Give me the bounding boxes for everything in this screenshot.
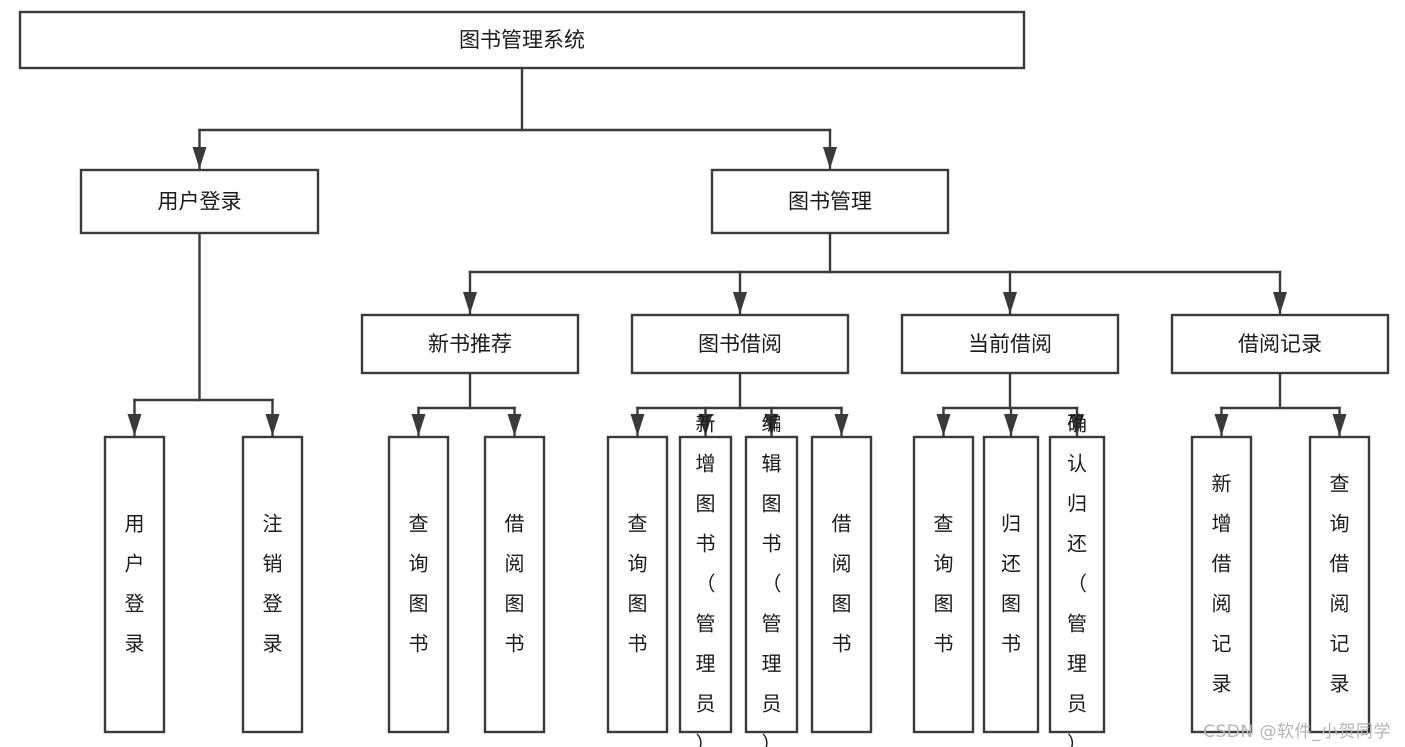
node-box-leaf-bk-add[interactable] (678, 435, 733, 734)
arrow-head-icon (265, 414, 280, 436)
node-label: 用户登录 (158, 190, 242, 214)
node-current[interactable]: 当前借阅 (900, 313, 1120, 375)
node-box-leaf-rec-add[interactable] (1190, 435, 1253, 734)
node-box-leaf-user-logout[interactable] (241, 435, 304, 734)
node-bookmgmt[interactable]: 图书管理 (710, 168, 950, 235)
node-label: 查询图书 (409, 512, 429, 656)
node-borrow[interactable]: 图书借阅 (630, 313, 850, 375)
node-box-leaf-cur-confirm[interactable] (1048, 435, 1106, 734)
node-leaf-bk-borrow[interactable]: 借阅图书 (810, 435, 873, 734)
node-box-leaf-bk-edit[interactable] (744, 435, 799, 734)
node-box-leaf-rec-query[interactable] (1308, 435, 1371, 734)
node-root[interactable]: 图书管理系统 (18, 10, 1026, 70)
node-box-current[interactable] (900, 313, 1120, 375)
node-leaf-rec-add[interactable]: 新增借阅记录 (1190, 435, 1253, 734)
node-label: 查询图书 (934, 512, 954, 656)
node-label: 图书借阅 (698, 332, 782, 356)
node-leaf-nb-borrow[interactable]: 借阅图书 (483, 435, 546, 734)
arrow-head-icon (507, 414, 522, 436)
node-box-leaf-bk-query[interactable] (606, 435, 669, 734)
node-leaf-cur-confirm[interactable]: 确认归还（管理员） (1048, 412, 1106, 747)
node-leaf-nb-query[interactable]: 查询图书 (387, 435, 450, 734)
node-label: 新书推荐 (428, 332, 512, 356)
node-leaf-cur-return[interactable]: 归还图书 (982, 435, 1040, 734)
node-login[interactable]: 用户登录 (79, 168, 320, 235)
arrow-head-icon (192, 147, 207, 169)
node-label: 图书管理 (788, 190, 872, 214)
arrow-head-icon (823, 147, 837, 169)
node-box-newbook[interactable] (360, 313, 580, 375)
node-label: 借阅图书 (832, 512, 852, 656)
node-label: 归还图书 (1001, 512, 1021, 656)
arrow-head-icon (936, 414, 951, 436)
node-leaf-user-login[interactable]: 用户登录 (103, 435, 166, 734)
arrow-head-icon (1003, 292, 1017, 314)
node-records[interactable]: 借阅记录 (1170, 313, 1390, 375)
node-label: 确认归还（管理员） (1067, 412, 1087, 747)
node-box-leaf-user-login[interactable] (103, 435, 166, 734)
arrow-head-icon (1273, 292, 1287, 314)
node-label: 查询借阅记录 (1330, 472, 1350, 696)
node-label: 编辑图书（管理员） (762, 412, 782, 747)
node-box-leaf-nb-borrow[interactable] (483, 435, 546, 734)
node-leaf-rec-query[interactable]: 查询借阅记录 (1308, 435, 1371, 734)
node-box-records[interactable] (1170, 313, 1390, 375)
node-label: 新增借阅记录 (1212, 472, 1232, 696)
arrow-head-icon (463, 292, 477, 314)
edge-layer (127, 66, 1347, 438)
arrow-head-icon (630, 414, 645, 436)
arrow-head-icon (698, 414, 713, 436)
node-leaf-bk-add[interactable]: 新增图书（管理员） (678, 412, 733, 747)
arrow-head-icon (764, 414, 779, 436)
arrow-head-icon (1332, 414, 1347, 436)
arrow-head-icon (733, 292, 747, 314)
arrow-head-icon (1004, 414, 1018, 436)
node-label: 借阅记录 (1238, 332, 1322, 356)
node-box-leaf-bk-borrow[interactable] (810, 435, 873, 734)
node-box-leaf-cur-return[interactable] (982, 435, 1040, 734)
node-label: 当前借阅 (968, 332, 1052, 356)
node-label: 图书管理系统 (459, 28, 585, 52)
node-box-borrow[interactable] (630, 313, 850, 375)
arrow-head-icon (1070, 414, 1084, 436)
node-box-leaf-cur-query[interactable] (912, 435, 975, 734)
node-newbook[interactable]: 新书推荐 (360, 313, 580, 375)
node-box-leaf-nb-query[interactable] (387, 435, 450, 734)
node-leaf-bk-edit[interactable]: 编辑图书（管理员） (744, 412, 799, 747)
node-box-login[interactable] (79, 168, 320, 235)
node-leaf-user-logout[interactable]: 注销登录 (241, 435, 304, 734)
node-leaf-cur-query[interactable]: 查询图书 (912, 435, 975, 734)
arrow-head-icon (1214, 414, 1229, 436)
node-box-bookmgmt[interactable] (710, 168, 950, 235)
node-box-root[interactable] (18, 10, 1026, 70)
node-label: 借阅图书 (505, 512, 525, 656)
arrow-head-icon (411, 414, 426, 436)
node-leaf-bk-query[interactable]: 查询图书 (606, 435, 669, 734)
node-label: 新增图书（管理员） (696, 412, 716, 747)
node-label: 用户登录 (125, 512, 145, 656)
node-label: 查询图书 (628, 512, 648, 656)
node-label: 注销登录 (263, 512, 283, 656)
node-layer: 图书管理系统用户登录图书管理新书推荐图书借阅当前借阅借阅记录用户登录注销登录查询… (18, 10, 1390, 747)
arrow-head-icon (834, 414, 849, 436)
arrow-head-icon (127, 414, 142, 436)
